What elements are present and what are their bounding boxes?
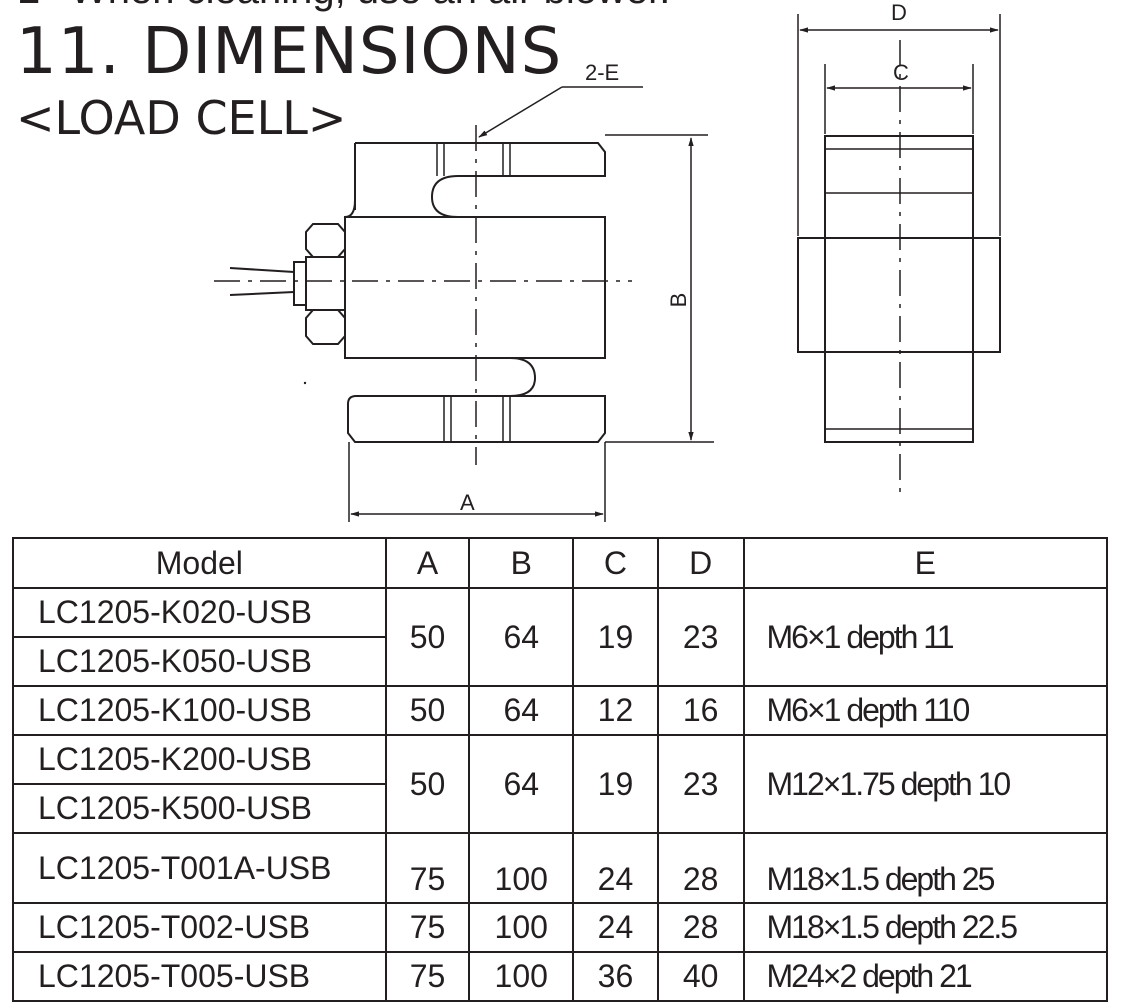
value-d: 23 bbox=[656, 587, 745, 687]
value-d: 23 bbox=[656, 734, 745, 834]
value-a: 75 bbox=[384, 832, 471, 904]
value-a: 50 bbox=[384, 587, 471, 687]
header-b: B bbox=[468, 537, 575, 589]
table-row: LC1205-K100-USB 50 64 12 16 M6×1 depth 1… bbox=[12, 685, 1108, 736]
value-d: 28 bbox=[656, 902, 745, 953]
cleaning-instruction: 2When cleaning, use an air blower. bbox=[18, 0, 670, 10]
load-cell-front-outline bbox=[344, 142, 606, 443]
value-d: 28 bbox=[656, 832, 745, 904]
value-b: 100 bbox=[468, 951, 575, 1002]
dimension-e-label: 2-E bbox=[585, 60, 619, 85]
model-cell: LC1205-K200-USB bbox=[12, 734, 387, 785]
value-c: 36 bbox=[572, 951, 659, 1002]
table-row: LC1205-T005-USB 75 100 36 40 M24×2 depth… bbox=[12, 951, 1108, 1002]
stray-dot bbox=[303, 381, 307, 385]
instruction-number: 2 bbox=[18, 0, 70, 10]
value-b: 64 bbox=[468, 734, 575, 834]
load-cell-drawing: D C 2-E B A bbox=[214, 0, 1001, 522]
model-cell: LC1205-T001A-USB bbox=[12, 832, 387, 904]
value-a: 50 bbox=[384, 734, 471, 834]
value-c: 24 bbox=[572, 832, 659, 904]
table-row: LC1205-K200-USB 50 64 19 23 M12×1.75 dep… bbox=[12, 734, 1108, 834]
header-d: D bbox=[656, 537, 745, 589]
dimensions-table: Model A B C D E LC1205-K020-USB 50 64 19… bbox=[12, 537, 1108, 1002]
value-d: 40 bbox=[656, 951, 745, 1002]
value-a: 75 bbox=[384, 902, 471, 953]
value-c: 19 bbox=[572, 734, 659, 834]
value-e: M6×1 depth 11 bbox=[742, 587, 1108, 687]
header-c: C bbox=[572, 537, 659, 589]
header-a: A bbox=[384, 537, 471, 589]
table-row: LC1205-K050-USB bbox=[12, 636, 1107, 687]
model-cell: LC1205-K100-USB bbox=[12, 685, 387, 736]
model-cell: LC1205-K020-USB bbox=[12, 587, 387, 638]
dimension-b-label: B bbox=[666, 293, 691, 308]
value-e: M18×1.5 depth 22.5 bbox=[742, 902, 1108, 953]
section-title: 11. DIMENSIONS bbox=[16, 15, 563, 89]
table-row: LC1205-K020-USB 50 64 19 23 M6×1 depth 1… bbox=[12, 587, 1108, 687]
table-row: LC1205-T002-USB 75 100 24 28 M18×1.5 dep… bbox=[12, 902, 1108, 953]
value-c: 24 bbox=[572, 902, 659, 953]
value-d: 16 bbox=[656, 685, 745, 736]
value-e: M24×2 depth 21 bbox=[742, 951, 1108, 1002]
value-a: 50 bbox=[384, 685, 471, 736]
value-e: M18×1.5 depth 25 bbox=[742, 832, 1108, 904]
value-b: 100 bbox=[468, 832, 575, 904]
table-header-row: Model A B C D E bbox=[12, 537, 1108, 589]
load-cell-side-view bbox=[824, 135, 974, 443]
table-row: LC1205-T001A-USB 75 100 24 28 M18×1.5 de… bbox=[12, 832, 1108, 904]
dimension-a-label: A bbox=[460, 490, 475, 515]
value-e: M12×1.75 depth 10 bbox=[742, 734, 1108, 834]
model-cell: LC1205-K050-USB bbox=[12, 636, 387, 687]
header-model: Model bbox=[12, 537, 387, 589]
dimension-c-label: C bbox=[893, 60, 909, 85]
section-subtitle: <LOAD CELL> bbox=[16, 91, 347, 145]
instruction-text: When cleaning, use an air blower. bbox=[70, 0, 670, 12]
model-cell: LC1205-T005-USB bbox=[12, 951, 387, 1002]
model-cell: LC1205-K500-USB bbox=[12, 783, 387, 834]
header-e: E bbox=[742, 537, 1108, 589]
value-c: 12 bbox=[572, 685, 659, 736]
value-c: 19 bbox=[572, 587, 659, 687]
value-b: 100 bbox=[468, 902, 575, 953]
value-b: 64 bbox=[468, 587, 575, 687]
cable-gland bbox=[305, 223, 346, 258]
value-a: 75 bbox=[384, 951, 471, 1002]
value-e: M6×1 depth 110 bbox=[742, 685, 1108, 736]
table-row: LC1205-K500-USB bbox=[12, 783, 1107, 834]
dimension-d-label: D bbox=[891, 0, 907, 25]
model-cell: LC1205-T002-USB bbox=[12, 902, 387, 953]
value-b: 64 bbox=[468, 685, 575, 736]
